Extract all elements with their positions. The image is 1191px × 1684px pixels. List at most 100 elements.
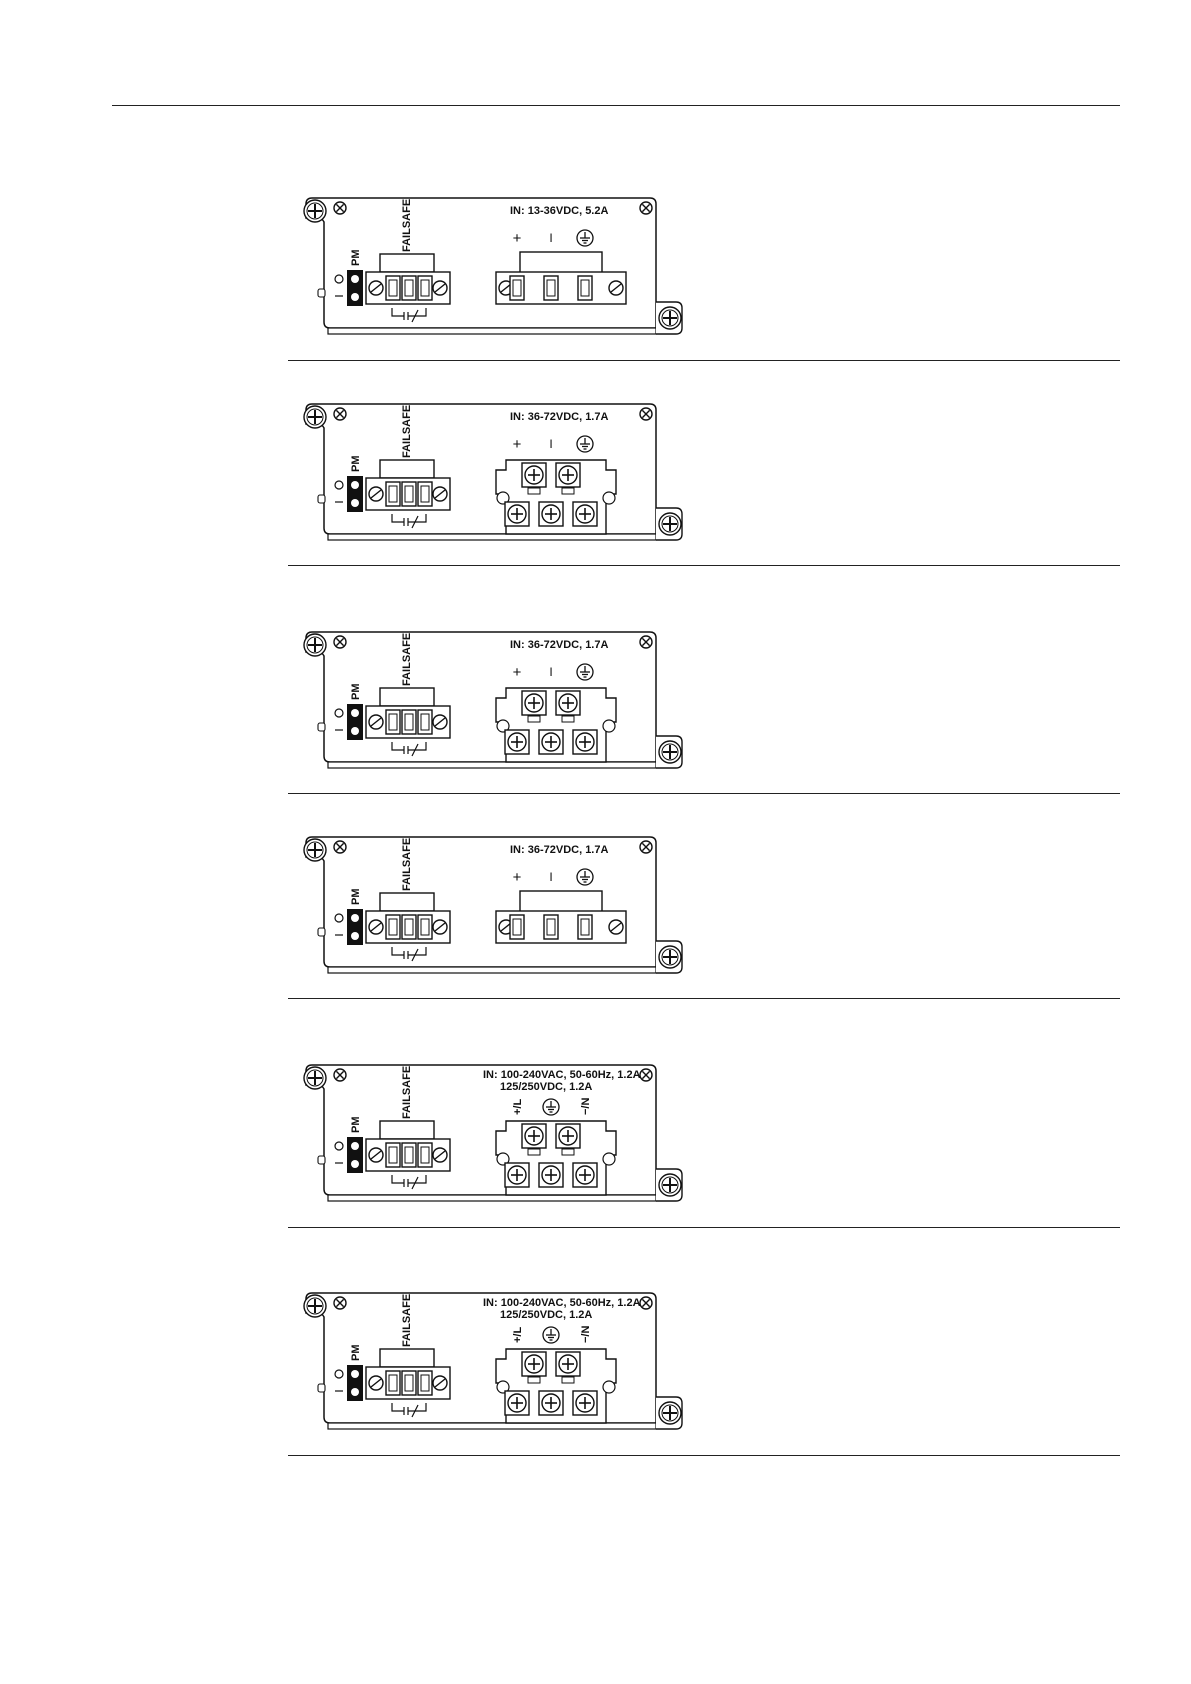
panel-screw-icon <box>334 1069 346 1081</box>
terminal-label-l: +/L <box>512 1327 524 1343</box>
captive-screw-icon <box>304 1067 326 1089</box>
failsafe-screw-icon <box>369 1148 383 1162</box>
led-off-indicator <box>335 914 343 922</box>
panel-screw-icon <box>334 636 346 648</box>
captive-screw-icon <box>659 741 681 763</box>
lower-terminal-screw-icon <box>505 1391 529 1415</box>
lower-terminal-screw-icon <box>505 1163 529 1187</box>
lower-terminal-screw-icon <box>573 1163 597 1187</box>
latch-tab <box>318 289 325 297</box>
failsafe-plug-top <box>380 254 434 272</box>
upper-terminal-screw-icon <box>556 1124 580 1148</box>
power-module-36-72vdc-plug: PMFAILSAFE IN: 36-72VDC, 1.7A+I <box>300 835 695 990</box>
terminal-label-minus: I <box>549 231 552 245</box>
earth-terminal-icon <box>577 664 593 680</box>
panel-screw-icon <box>640 202 652 214</box>
led-off-indicator <box>335 709 343 717</box>
input-rating-dc: 125/250VDC, 1.2A <box>500 1309 592 1321</box>
power-module-36-72vdc-screw-alt: PMFAILSAFE IN: 36-72VDC, 1.7A+I <box>300 630 695 785</box>
upper-terminal-screw-icon <box>522 463 546 487</box>
failsafe-plug-top <box>380 1349 434 1367</box>
failsafe-label: FAILSAFE <box>401 838 413 891</box>
terminal-label-minus: I <box>549 870 552 884</box>
bottom-rail <box>328 1423 656 1429</box>
module-drawing: PMFAILSAFE IN: 36-72VDC, 1.7A+I <box>300 835 695 985</box>
pm-label: PM <box>350 456 362 473</box>
failsafe-screw-icon <box>433 281 447 295</box>
panel-screw-icon <box>640 1297 652 1309</box>
panel-screw-icon <box>334 408 346 420</box>
panel-screw-icon <box>334 1297 346 1309</box>
earth-terminal-icon <box>543 1327 559 1343</box>
latch-tab <box>318 495 325 503</box>
upper-terminal-screw-icon <box>556 1352 580 1376</box>
terminal-label-minus: I <box>549 665 552 679</box>
failsafe-screw-icon <box>369 920 383 934</box>
block-mount-hole <box>603 1381 615 1393</box>
lower-terminal-screw-icon <box>539 730 563 754</box>
captive-screw-icon <box>304 839 326 861</box>
failsafe-label: FAILSAFE <box>401 1294 413 1347</box>
failsafe-label: FAILSAFE <box>401 633 413 686</box>
captive-screw-icon <box>659 1402 681 1424</box>
lower-terminal-screw-icon <box>539 1163 563 1187</box>
input-rating: IN: 13-36VDC, 5.2A <box>510 205 608 217</box>
upper-terminal-screw-icon <box>556 463 580 487</box>
led-off-indicator <box>335 275 343 283</box>
failsafe-screw-icon <box>433 715 447 729</box>
pm-label: PM <box>350 250 362 267</box>
bottom-rail <box>328 1195 656 1201</box>
block-mount-hole <box>603 720 615 732</box>
block-mount-hole <box>603 492 615 504</box>
led-off-indicator <box>335 481 343 489</box>
panel-screw-icon <box>640 841 652 853</box>
captive-screw-icon <box>304 406 326 428</box>
lower-terminal-screw-icon <box>505 730 529 754</box>
latch-tab <box>318 1156 325 1164</box>
lower-terminal-screw-icon <box>539 502 563 526</box>
upper-terminal-screw-icon <box>556 691 580 715</box>
failsafe-label: FAILSAFE <box>401 199 413 252</box>
failsafe-plug-top <box>380 1121 434 1139</box>
pm-label: PM <box>350 684 362 701</box>
earth-terminal-icon <box>543 1099 559 1115</box>
pm-label: PM <box>350 1345 362 1362</box>
failsafe-plug-top <box>380 688 434 706</box>
panel-screw-icon <box>640 636 652 648</box>
bottom-rail <box>328 967 656 973</box>
failsafe-screw-icon <box>369 487 383 501</box>
failsafe-label: FAILSAFE <box>401 1066 413 1119</box>
input-rating: IN: 36-72VDC, 1.7A <box>510 411 608 423</box>
panel-screw-icon <box>640 1069 652 1081</box>
captive-screw-icon <box>304 634 326 656</box>
separator-rule <box>288 360 1120 361</box>
failsafe-screw-icon <box>433 1148 447 1162</box>
lower-terminal-screw-icon <box>539 1391 563 1415</box>
failsafe-screw-icon <box>369 281 383 295</box>
latch-tab <box>318 928 325 936</box>
input-rating: IN: 36-72VDC, 1.7A <box>510 639 608 651</box>
terminal-label-plus: + <box>513 869 522 886</box>
separator-rule <box>288 1227 1120 1228</box>
module-drawing: PMFAILSAFE IN: 36-72VDC, 1.7A+I <box>300 402 695 552</box>
block-mount-hole <box>603 1153 615 1165</box>
terminal-label-n: −/N <box>580 1098 592 1115</box>
latch-tab <box>318 1384 325 1392</box>
failsafe-plug-top <box>380 460 434 478</box>
power-connector-screw-icon <box>609 920 623 934</box>
terminal-label-l: +/L <box>512 1099 524 1115</box>
failsafe-screw-icon <box>369 1376 383 1390</box>
led-off-indicator <box>335 1142 343 1150</box>
earth-terminal-icon <box>577 869 593 885</box>
terminal-label-minus: I <box>549 437 552 451</box>
captive-screw-icon <box>659 513 681 535</box>
upper-terminal-screw-icon <box>522 1352 546 1376</box>
failsafe-label: FAILSAFE <box>401 405 413 458</box>
failsafe-screw-icon <box>369 715 383 729</box>
